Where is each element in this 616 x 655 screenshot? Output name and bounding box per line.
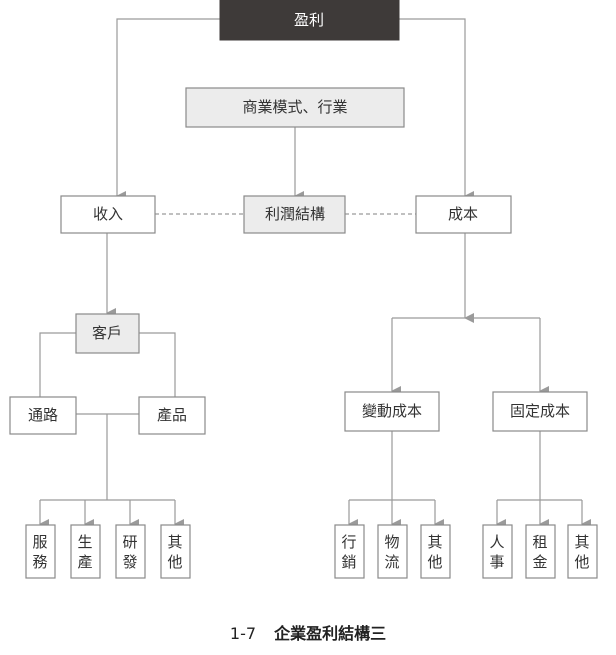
node-rent-char-2: 金 (532, 553, 547, 571)
node-customer: 客戶 (75, 313, 140, 354)
node-service: 服 務 (25, 524, 56, 579)
connector-customer-to-product (139, 332, 176, 397)
node-marketing: 行 銷 (334, 524, 365, 579)
node-variable-cost-label: 變動成本 (362, 402, 422, 420)
node-channel: 通路 (9, 396, 77, 435)
node-product-label: 產品 (157, 406, 187, 424)
node-logistics-char-2: 流 (384, 553, 399, 571)
node-other-product-char-2: 他 (167, 553, 182, 571)
node-rnd-char-2: 發 (122, 553, 137, 571)
node-cost: 成本 (415, 195, 512, 234)
node-logistics-char-1: 物 (384, 533, 399, 551)
figure-title: 企業盈利結構三 (274, 624, 387, 643)
node-other-variable: 其 他 (420, 524, 451, 579)
node-customer-label: 客戶 (92, 324, 122, 342)
node-business-model-label: 商業模式、行業 (242, 98, 347, 116)
connector-profit-to-cost (399, 18, 474, 201)
node-fixed-cost-label: 固定成本 (510, 402, 570, 420)
node-other-product: 其 他 (160, 524, 191, 579)
connector-profit-to-revenue (116, 18, 220, 201)
node-cost-label: 成本 (448, 205, 478, 223)
node-other-variable-char-1: 其 (427, 533, 442, 551)
node-service-char-2: 務 (32, 553, 47, 571)
node-marketing-char-2: 銷 (341, 553, 356, 571)
figure-number: 1-7 (229, 624, 257, 643)
node-profit: 盈利 (219, 0, 400, 41)
node-personnel-char-1: 人 (489, 533, 504, 551)
node-rnd: 研 發 (115, 524, 146, 579)
connector-customer-to-channel (39, 332, 76, 397)
node-logistics: 物 流 (377, 524, 408, 579)
node-profit-structure-label: 利潤結構 (265, 205, 325, 223)
node-other-fixed-char-2: 他 (574, 553, 589, 571)
node-revenue: 收入 (60, 195, 156, 234)
node-other-fixed-char-1: 其 (574, 533, 589, 551)
node-service-char-1: 服 (32, 533, 47, 551)
node-personnel-char-2: 事 (489, 553, 504, 571)
node-other-fixed: 其 他 (567, 524, 598, 579)
node-personnel: 人 事 (482, 524, 513, 579)
node-profit-structure: 利潤結構 (243, 195, 346, 234)
node-production: 生 產 (70, 524, 101, 579)
node-revenue-label: 收入 (93, 205, 123, 223)
node-production-char-2: 產 (77, 553, 92, 571)
node-rent: 租 金 (525, 524, 556, 579)
node-business-model: 商業模式、行業 (185, 87, 405, 128)
node-product: 產品 (138, 396, 206, 435)
node-production-char-1: 生 (77, 533, 92, 551)
node-fixed-cost: 固定成本 (492, 391, 588, 432)
node-marketing-char-1: 行 (341, 533, 356, 551)
node-profit-label: 盈利 (294, 11, 324, 29)
figure-caption: 1-7 企業盈利結構三 (0, 620, 616, 644)
node-channel-label: 通路 (28, 406, 58, 424)
node-other-product-char-1: 其 (167, 533, 182, 551)
node-rent-char-1: 租 (532, 533, 547, 551)
node-other-variable-char-2: 他 (427, 553, 442, 571)
node-variable-cost: 變動成本 (344, 391, 440, 432)
node-rnd-char-1: 研 (122, 533, 137, 551)
